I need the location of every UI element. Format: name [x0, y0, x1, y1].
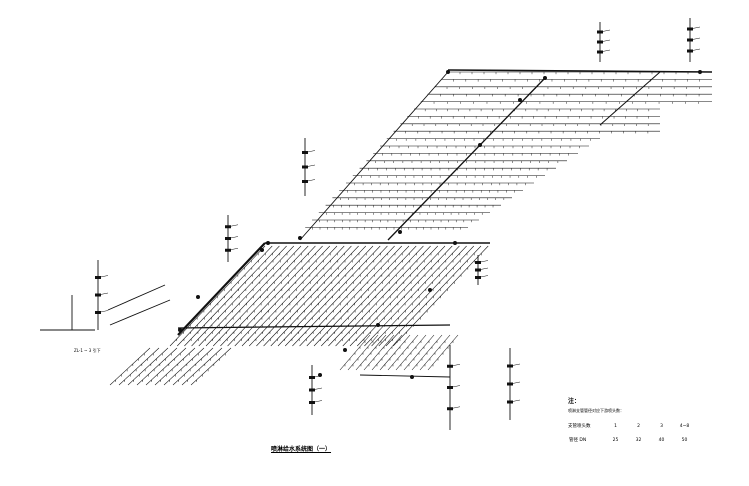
- riser-leader-line: [97, 275, 109, 278]
- riser-leader-line: [689, 26, 701, 30]
- valve-marker: [298, 236, 302, 240]
- notes-block: 注： 喷淋支管管径对应下游喷头数： 支管喷头数 1 2 3 4~8 管径 DN …: [568, 396, 698, 444]
- main-pipe-top: [447, 69, 713, 73]
- table-row-header: 支管喷头数 1 2 3 4~8: [568, 423, 696, 430]
- valve-markers-layer: [178, 70, 702, 379]
- riser-leader-line: [477, 260, 489, 263]
- riser-leader-line: [304, 164, 316, 168]
- valve-marker: [410, 375, 414, 379]
- branch-pipe: [127, 347, 169, 386]
- table-cell: 40: [658, 437, 665, 443]
- branch-pipe: [136, 347, 178, 386]
- riser-leader-line: [509, 399, 521, 403]
- table-cell: 50: [681, 437, 688, 443]
- branch-pipe: [154, 347, 196, 386]
- riser-leader-line: [449, 406, 461, 409]
- riser-leader-line: [477, 275, 489, 278]
- riser-leader-line: [689, 37, 701, 41]
- notes-heading: 注：: [568, 398, 581, 405]
- riser-leader-line: [477, 267, 489, 271]
- valve-marker: [398, 230, 402, 234]
- valve-marker: [446, 70, 450, 74]
- main-pipe-connector: [599, 71, 661, 126]
- riser-fitting: [597, 30, 603, 34]
- detail-pipe: [109, 299, 171, 326]
- main-pipes-layer: [177, 69, 713, 378]
- table-cell: 2: [637, 423, 640, 429]
- riser-leader-line: [227, 236, 239, 239]
- main-pipe-diagonal-upper: [387, 77, 546, 241]
- riser-leader-line: [97, 310, 109, 313]
- valve-marker: [376, 323, 380, 327]
- valve-marker: [343, 348, 347, 352]
- branch-pipe: [163, 347, 205, 386]
- riser-leader-line: [599, 29, 611, 33]
- table-cell: 1: [614, 423, 617, 429]
- riser-leader-line: [509, 363, 521, 367]
- riser-leader-line: [304, 150, 316, 153]
- notes-text: 喷淋支管管径对应下游喷头数：: [568, 408, 624, 413]
- table-cell: 4~8: [679, 423, 690, 429]
- branch-pipe: [172, 347, 214, 386]
- riser-leader-line: [97, 292, 109, 296]
- valve-marker: [543, 76, 547, 80]
- riser-leader-line: [227, 248, 239, 251]
- branch-pipe: [190, 347, 232, 386]
- valve-marker: [453, 241, 457, 245]
- riser-leader-line: [311, 400, 323, 403]
- drawing-title: 喷淋给水系统图（一）: [271, 446, 332, 453]
- table-cell: 32: [635, 437, 642, 443]
- riser-leader-line: [449, 364, 461, 367]
- table-header-label: 支管喷头数: [568, 424, 591, 429]
- riser-leader-line: [449, 385, 461, 388]
- valve-marker: [266, 241, 270, 245]
- valve-marker: [178, 328, 182, 332]
- riser-leader-line: [311, 387, 323, 391]
- table-cell: 25: [612, 437, 619, 443]
- branch-pipe: [181, 347, 223, 386]
- riser-leader-line: [689, 48, 701, 52]
- branch-pipe: [118, 347, 160, 386]
- riser-leader-line: [599, 49, 611, 53]
- boundary-pipe-left: [299, 71, 449, 241]
- pipe-size-table: 支管喷头数 1 2 3 4~8 管径 DN 25 32 40 50: [568, 423, 696, 444]
- valve-marker: [196, 295, 200, 299]
- table-row-dn: 管径 DN 25 32 40 50: [568, 429, 696, 444]
- system-annotation: ZL-1 ~ 3 引下: [74, 348, 101, 353]
- valve-marker: [698, 70, 702, 74]
- main-pipe-bottom: [177, 324, 451, 329]
- valve-marker: [428, 288, 432, 292]
- riser-details-layer: [40, 18, 701, 430]
- riser-leader-line: [227, 224, 239, 227]
- table-cell: 3: [660, 423, 663, 429]
- riser-leader-line: [599, 39, 611, 43]
- branch-pipes-layer: [109, 71, 712, 386]
- branch-pipe: [109, 347, 151, 386]
- main-pipe-feeder: [177, 242, 266, 336]
- riser-leader-line: [304, 179, 316, 182]
- valve-marker: [318, 373, 322, 377]
- valve-marker: [260, 248, 264, 252]
- table-row-label: 管径 DN: [569, 438, 587, 443]
- riser-leader-line: [509, 381, 521, 385]
- detail-pipe: [107, 284, 166, 311]
- valve-marker: [478, 143, 482, 147]
- valve-marker: [518, 98, 522, 102]
- lower-right-pipe: [359, 374, 451, 378]
- branch-pipe: [145, 347, 187, 386]
